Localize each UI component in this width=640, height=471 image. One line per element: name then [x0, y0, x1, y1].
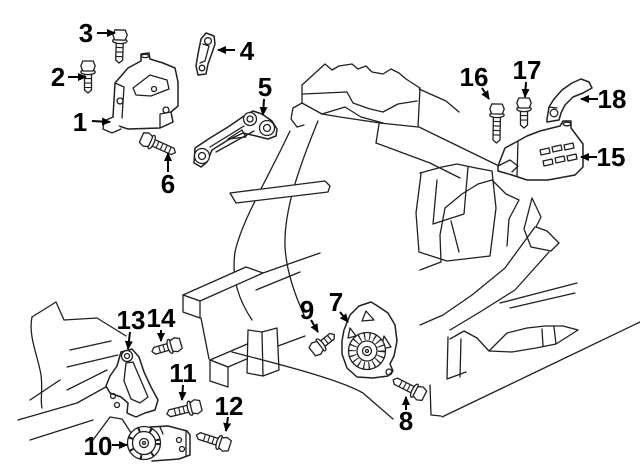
- callout-14-number[interactable]: 14: [147, 303, 176, 333]
- part-1-engine-mount-graphic[interactable]: [102, 52, 179, 134]
- part-14-bolt-graphic[interactable]: [150, 336, 183, 358]
- bolt-hole: [178, 445, 186, 453]
- callout-9-arrow: [310, 319, 319, 333]
- callout-11-arrow: [178, 384, 187, 401]
- callout-13-number[interactable]: 13: [117, 305, 146, 335]
- callout-5-arrow: [259, 98, 268, 116]
- callout-4[interactable]: 4: [217, 36, 255, 66]
- slot: [551, 144, 563, 153]
- callout-16-arrow: [481, 87, 490, 100]
- part-16-bolt-graphic[interactable]: [489, 103, 505, 144]
- callout-18-number[interactable]: 18: [598, 84, 627, 114]
- slot: [554, 155, 566, 164]
- callout-17[interactable]: 17: [513, 55, 542, 98]
- bolt-hole: [203, 36, 213, 46]
- callout-13[interactable]: 13: [117, 305, 146, 350]
- bushing: [120, 349, 134, 363]
- bolt-hole: [175, 436, 183, 444]
- callout-14[interactable]: 14: [147, 303, 176, 342]
- engine-line-art: [17, 63, 640, 443]
- bolt-hole: [116, 97, 124, 105]
- callout-2-number[interactable]: 2: [51, 62, 65, 92]
- callout-16-number[interactable]: 16: [460, 62, 489, 92]
- bolt-hole: [113, 401, 121, 409]
- callout-1-arrow: [91, 117, 111, 126]
- part-7-mount-graphic[interactable]: [341, 301, 398, 379]
- bolt-hole: [162, 106, 170, 114]
- callout-16[interactable]: 16: [460, 62, 490, 100]
- callout-10[interactable]: 10: [84, 431, 128, 461]
- callout-9[interactable]: 9: [300, 295, 319, 333]
- bushing: [193, 147, 211, 165]
- callout-2[interactable]: 2: [51, 62, 87, 92]
- bolt-graphics: [80, 29, 532, 453]
- bolt-hole: [150, 85, 158, 93]
- callout-11[interactable]: 11: [169, 358, 197, 401]
- callout-5-number[interactable]: 5: [258, 72, 272, 102]
- bolt-hole: [109, 392, 117, 400]
- callout-13-arrow: [124, 331, 133, 350]
- bushing: [242, 111, 258, 127]
- callout-5[interactable]: 5: [258, 72, 272, 116]
- callout-4-number[interactable]: 4: [240, 36, 255, 66]
- part-9-bolt-graphic[interactable]: [308, 329, 339, 358]
- bolt-hole: [549, 108, 559, 118]
- slot: [563, 142, 575, 151]
- callout-1-number[interactable]: 1: [73, 107, 87, 137]
- callout-3-number[interactable]: 3: [79, 18, 93, 48]
- part-18-bracket-graphic[interactable]: [546, 78, 593, 123]
- slot: [542, 158, 554, 167]
- part-15-trans-mount-graphic[interactable]: [497, 120, 584, 181]
- bushing: [258, 119, 276, 137]
- callout-12[interactable]: 12: [215, 391, 244, 432]
- callout-7[interactable]: 7: [329, 287, 349, 323]
- callout-8-number[interactable]: 8: [399, 406, 413, 436]
- callout-8[interactable]: 8: [399, 396, 413, 436]
- part-10-trans-mount-graphic[interactable]: [126, 425, 191, 462]
- part-17-bolt-graphic[interactable]: [516, 97, 532, 129]
- callout-7-number[interactable]: 7: [329, 287, 343, 317]
- callout-9-number[interactable]: 9: [300, 295, 314, 325]
- callout-18[interactable]: 18: [580, 84, 627, 114]
- part-8-bolt-graphic[interactable]: [390, 373, 428, 402]
- callout-12-arrow: [223, 416, 232, 432]
- part-5-bracket-graphic[interactable]: [193, 110, 278, 168]
- bolt-hole: [198, 64, 206, 72]
- callout-7-arrow: [339, 311, 349, 323]
- callout-17-arrow: [521, 81, 530, 98]
- callout-10-number[interactable]: 10: [84, 431, 113, 461]
- callout-6-number[interactable]: 6: [161, 169, 175, 199]
- callout-1[interactable]: 1: [73, 107, 111, 137]
- slot: [566, 153, 578, 162]
- callout-11-number[interactable]: 11: [169, 358, 197, 388]
- callout-6[interactable]: 6: [161, 152, 175, 199]
- part-3-bolt-graphic[interactable]: [111, 29, 128, 64]
- part-13-bracket-graphic[interactable]: [105, 348, 159, 418]
- callout-12-number[interactable]: 12: [215, 391, 244, 421]
- part-4-bracket-graphic[interactable]: [195, 32, 216, 76]
- part-11-bolt-graphic[interactable]: [165, 399, 203, 421]
- callout-15[interactable]: 15: [580, 142, 626, 172]
- callout-3[interactable]: 3: [79, 18, 116, 48]
- callout-15-number[interactable]: 15: [597, 142, 626, 172]
- callout-17-number[interactable]: 17: [513, 55, 542, 85]
- part-12-bolt-graphic[interactable]: [194, 428, 232, 453]
- part-6-bolt-graphic[interactable]: [138, 131, 179, 159]
- slot: [539, 147, 551, 156]
